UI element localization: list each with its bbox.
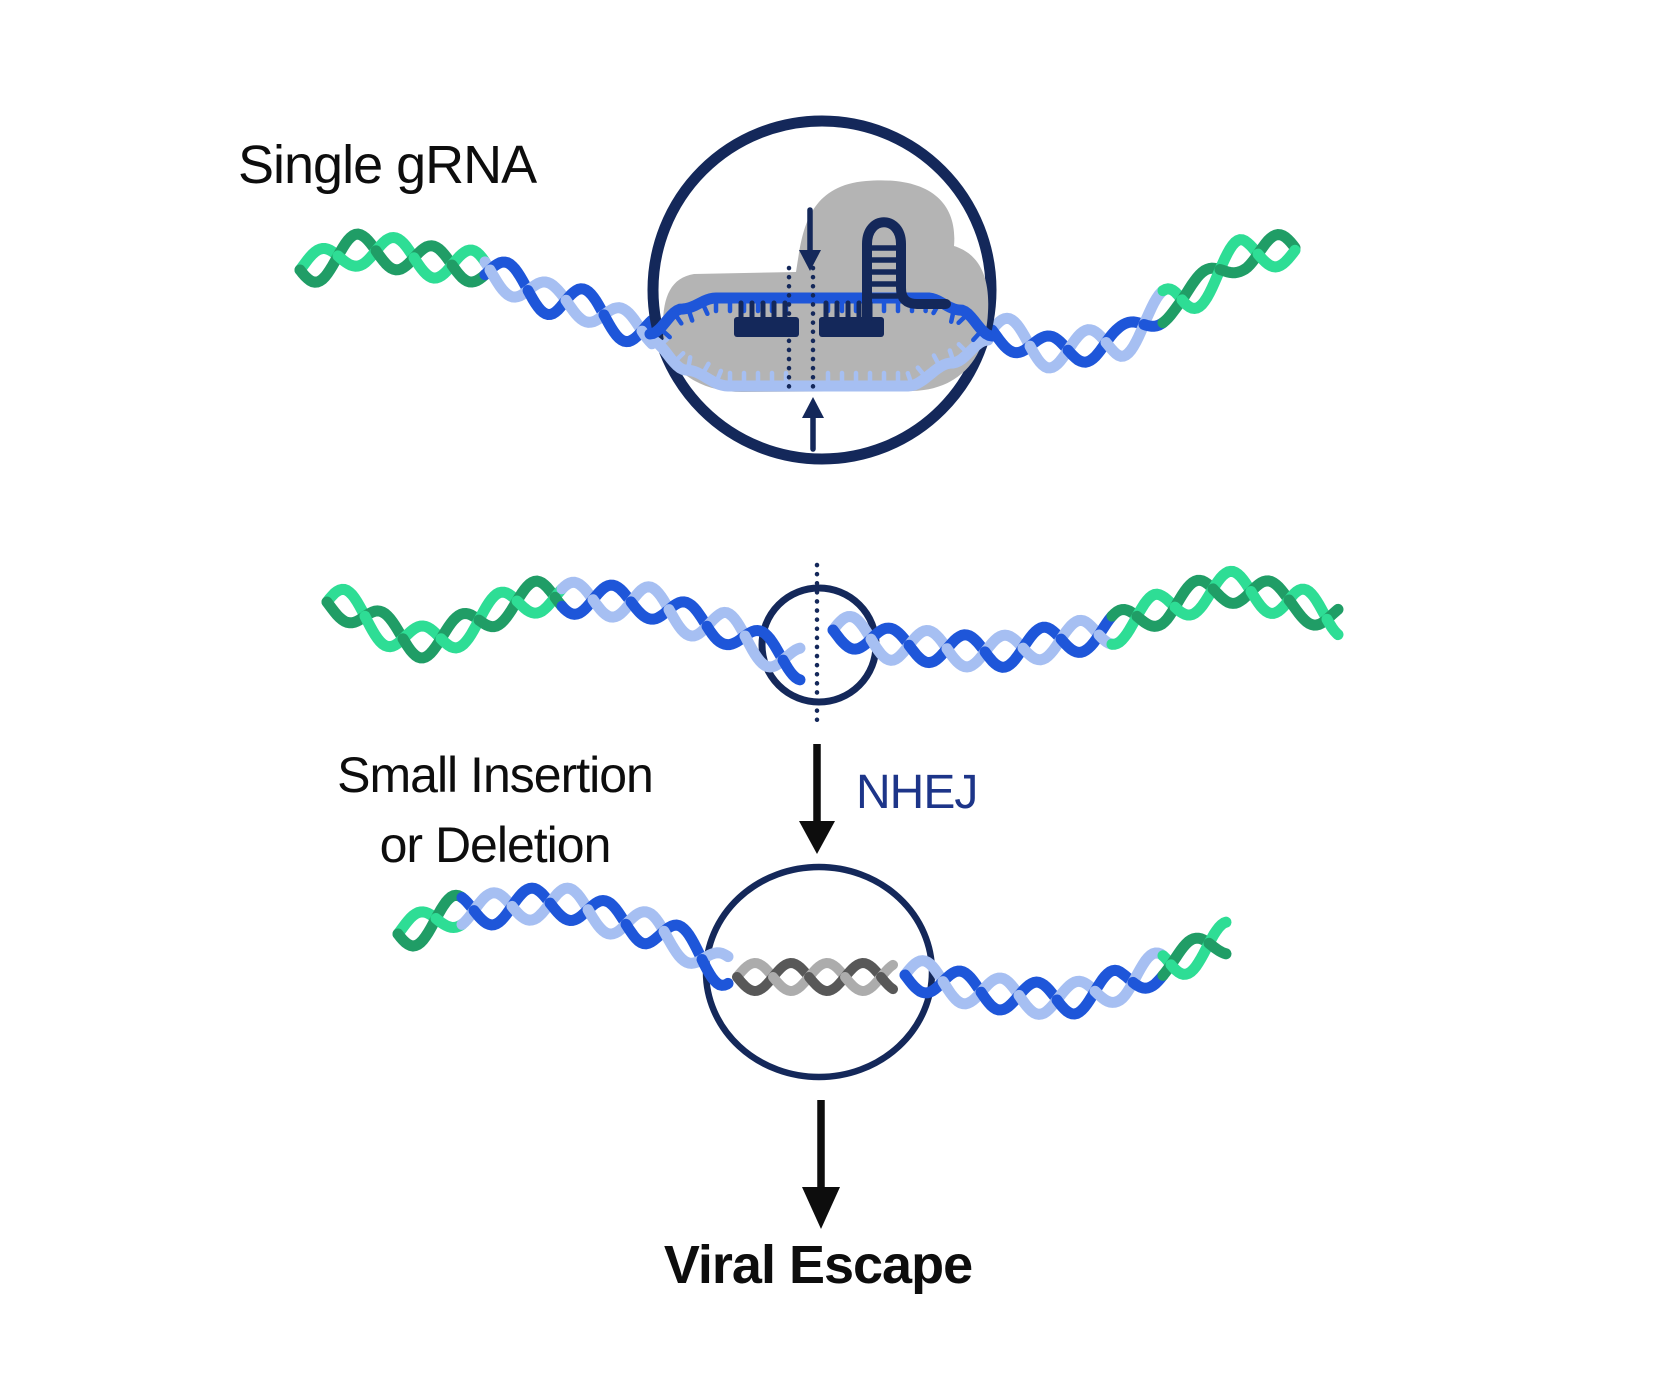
indel-label: Small Insertion or Deletion — [280, 740, 710, 880]
dna-helix-bottom-right — [899, 916, 1232, 1020]
grna-hairpin-rungs — [868, 245, 900, 299]
dna-helix-mid-right — [827, 565, 1344, 673]
cas9-protein-blob — [662, 180, 989, 392]
viral-escape-arrow-icon — [802, 1100, 840, 1229]
cleavage-down-arrow-icon — [799, 207, 821, 271]
edited-dna-row — [392, 863, 1232, 1081]
grna-hairpin-icon — [862, 217, 951, 323]
nhej-label: NHEJ — [856, 766, 978, 819]
dna-helix-top-left — [294, 228, 658, 350]
cas9-complex-icon — [644, 180, 998, 452]
dna-helix-bottom-left — [392, 882, 734, 991]
cas9-complex-row — [294, 115, 1301, 465]
dna-helix-mid-left — [321, 575, 806, 686]
indel-label-line2: or Deletion — [379, 817, 612, 873]
indel-label-line1: Small Insertion — [337, 747, 654, 803]
single-grna-label: Single gRNA — [238, 135, 537, 195]
dna-helix-top-right — [986, 229, 1301, 374]
nhej-arrow-icon — [799, 744, 835, 854]
grna-base-pairing-comb — [734, 300, 884, 337]
indel-insert-helix — [732, 957, 898, 997]
cut-dna-row — [321, 562, 1344, 726]
viral-escape-label: Viral Escape — [663, 1235, 973, 1295]
cleavage-up-arrow-icon — [802, 397, 824, 452]
